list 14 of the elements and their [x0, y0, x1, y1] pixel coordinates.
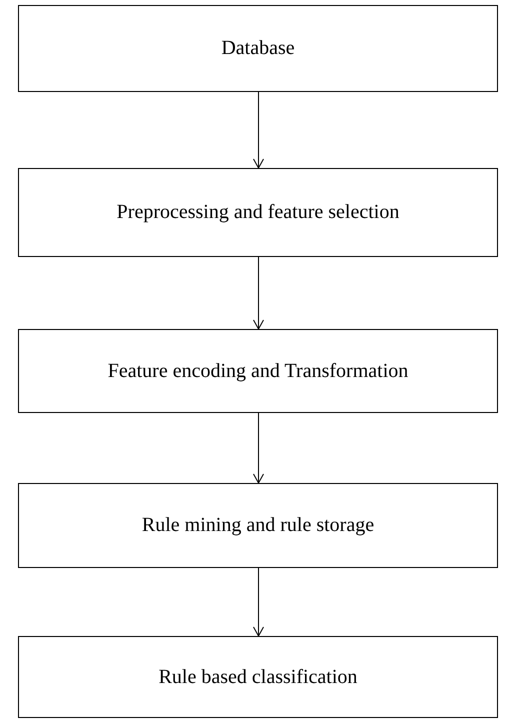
process-box [18, 168, 498, 257]
box-label: Database [221, 37, 295, 60]
box-label: Rule based classification [158, 666, 358, 688]
box-label: Feature encoding and Transformation [108, 360, 408, 382]
arrow [253, 568, 264, 636]
process-box [18, 329, 498, 413]
process-box [18, 483, 498, 568]
box-label: Preprocessing and feature selection [116, 201, 400, 224]
process-box [18, 636, 498, 718]
arrow [253, 412, 264, 484]
arrow [253, 256, 264, 330]
arrow [253, 92, 264, 168]
box-label: Rule mining and rule storage [142, 514, 374, 537]
process-box [18, 5, 498, 92]
